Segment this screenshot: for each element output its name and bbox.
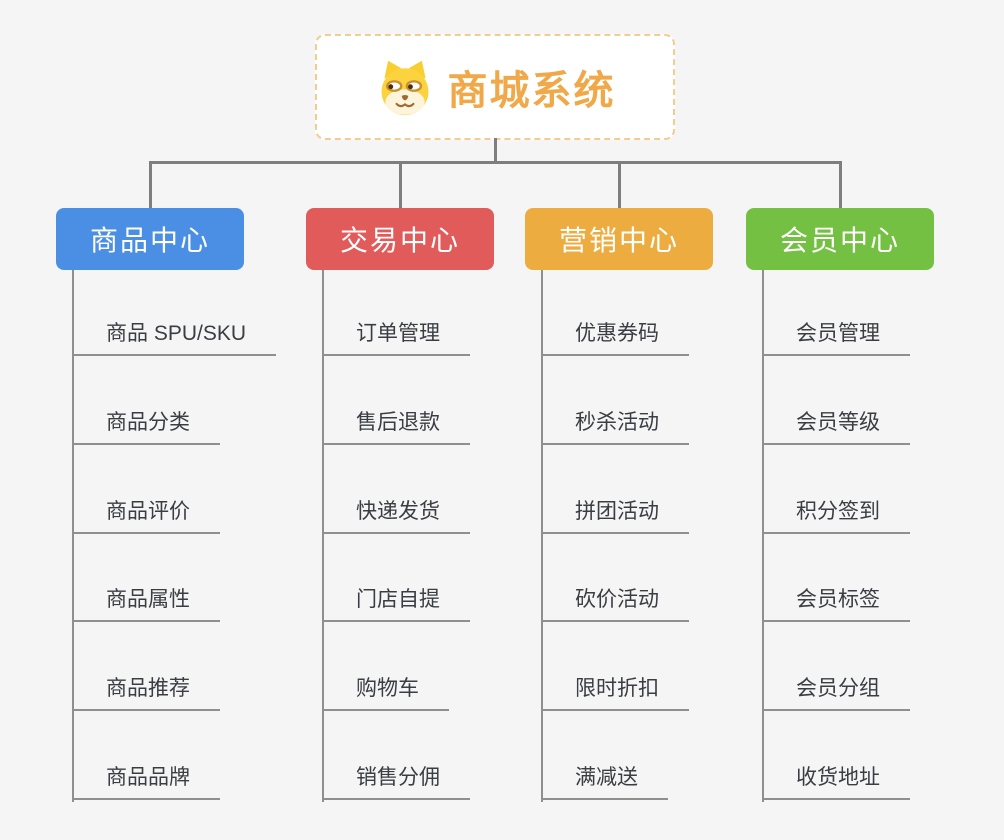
- connector-branch-drop: [617, 161, 621, 210]
- branch-node-2[interactable]: 交易中心: [306, 208, 494, 270]
- branch-node-4[interactable]: 会员中心: [746, 208, 934, 270]
- leaf-node[interactable]: 优惠券码: [541, 320, 689, 356]
- leaf-node[interactable]: 门店自提: [322, 586, 470, 623]
- branch-label: 交易中心: [339, 225, 460, 256]
- leaf-node[interactable]: 订单管理: [322, 320, 470, 356]
- leaf-node[interactable]: 商品 SPU/SKU: [72, 320, 277, 356]
- branch-node-1[interactable]: 商品中心: [56, 208, 244, 270]
- connector-branch-vline: [762, 270, 764, 802]
- connector-horizontal-rail: [148, 161, 842, 164]
- connector-branch-vline: [322, 270, 324, 802]
- leaf-node[interactable]: 商品评价: [72, 498, 220, 534]
- leaf-node[interactable]: 商品推荐: [72, 675, 220, 712]
- leaf-node[interactable]: 商品属性: [72, 586, 220, 623]
- leaf-node[interactable]: 会员标签: [762, 586, 910, 623]
- leaf-node[interactable]: 限时折扣: [541, 675, 689, 712]
- connector-branch-drop: [838, 161, 842, 210]
- leaf-node[interactable]: 快递发货: [322, 498, 470, 534]
- branch-label: 会员中心: [779, 225, 900, 256]
- leaf-node[interactable]: 会员管理: [762, 320, 910, 356]
- root-title: 商城系统: [447, 69, 616, 113]
- leaf-node[interactable]: 商品分类: [72, 409, 220, 445]
- branch-node-3[interactable]: 营销中心: [525, 208, 713, 270]
- leaf-node[interactable]: 拼团活动: [541, 498, 689, 534]
- leaf-node[interactable]: 销售分佣: [322, 764, 470, 800]
- leaf-node[interactable]: 积分签到: [762, 498, 910, 534]
- leaf-node[interactable]: 会员分组: [762, 675, 910, 712]
- leaf-node[interactable]: 秒杀活动: [541, 409, 689, 445]
- leaf-node[interactable]: 砍价活动: [541, 586, 689, 623]
- dog-face-icon: [375, 56, 435, 118]
- connector-root-drop: [493, 138, 497, 163]
- branch-label: 营销中心: [558, 225, 679, 256]
- connector-branch-vline: [541, 270, 543, 802]
- connector-branch-drop: [398, 161, 402, 210]
- connector-branch-vline: [72, 270, 74, 802]
- leaf-node[interactable]: 售后退款: [322, 409, 470, 445]
- leaf-node[interactable]: 收货地址: [762, 764, 910, 800]
- leaf-node[interactable]: 购物车: [322, 675, 449, 712]
- connector-branch-drop: [148, 161, 152, 210]
- branch-label: 商品中心: [89, 225, 210, 256]
- leaf-node[interactable]: 会员等级: [762, 409, 910, 445]
- leaf-node[interactable]: 满减送: [541, 764, 668, 800]
- root-node[interactable]: 商城系统: [315, 34, 675, 140]
- leaf-node[interactable]: 商品品牌: [72, 764, 220, 800]
